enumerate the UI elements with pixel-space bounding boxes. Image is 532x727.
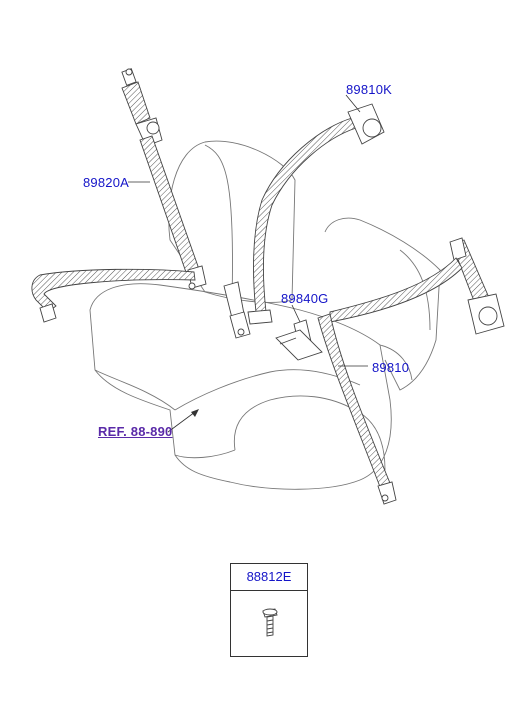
callout-89810: 89810 — [372, 360, 410, 375]
center-buckle — [223, 281, 251, 339]
callout-89840G: 89840G — [281, 291, 329, 306]
leader-lines — [128, 94, 368, 433]
reference-arrowhead — [191, 409, 199, 417]
rear-seat-outline — [89, 140, 441, 490]
callout-89810K: 89810K — [346, 82, 393, 97]
reference-88-890[interactable]: REF. 88-890 — [98, 424, 173, 439]
detail-box-label: 88812E — [231, 564, 307, 591]
detail-box-88812E: 88812E — [230, 563, 308, 657]
center-seat-belt-89810K — [247, 103, 385, 325]
callout-89820A: 89820A — [83, 175, 130, 190]
bolt-icon — [262, 608, 278, 637]
tongue-89840G — [275, 319, 323, 361]
right-seat-belt-89810 — [317, 237, 505, 505]
left-seat-belt-89820A — [31, 68, 207, 323]
